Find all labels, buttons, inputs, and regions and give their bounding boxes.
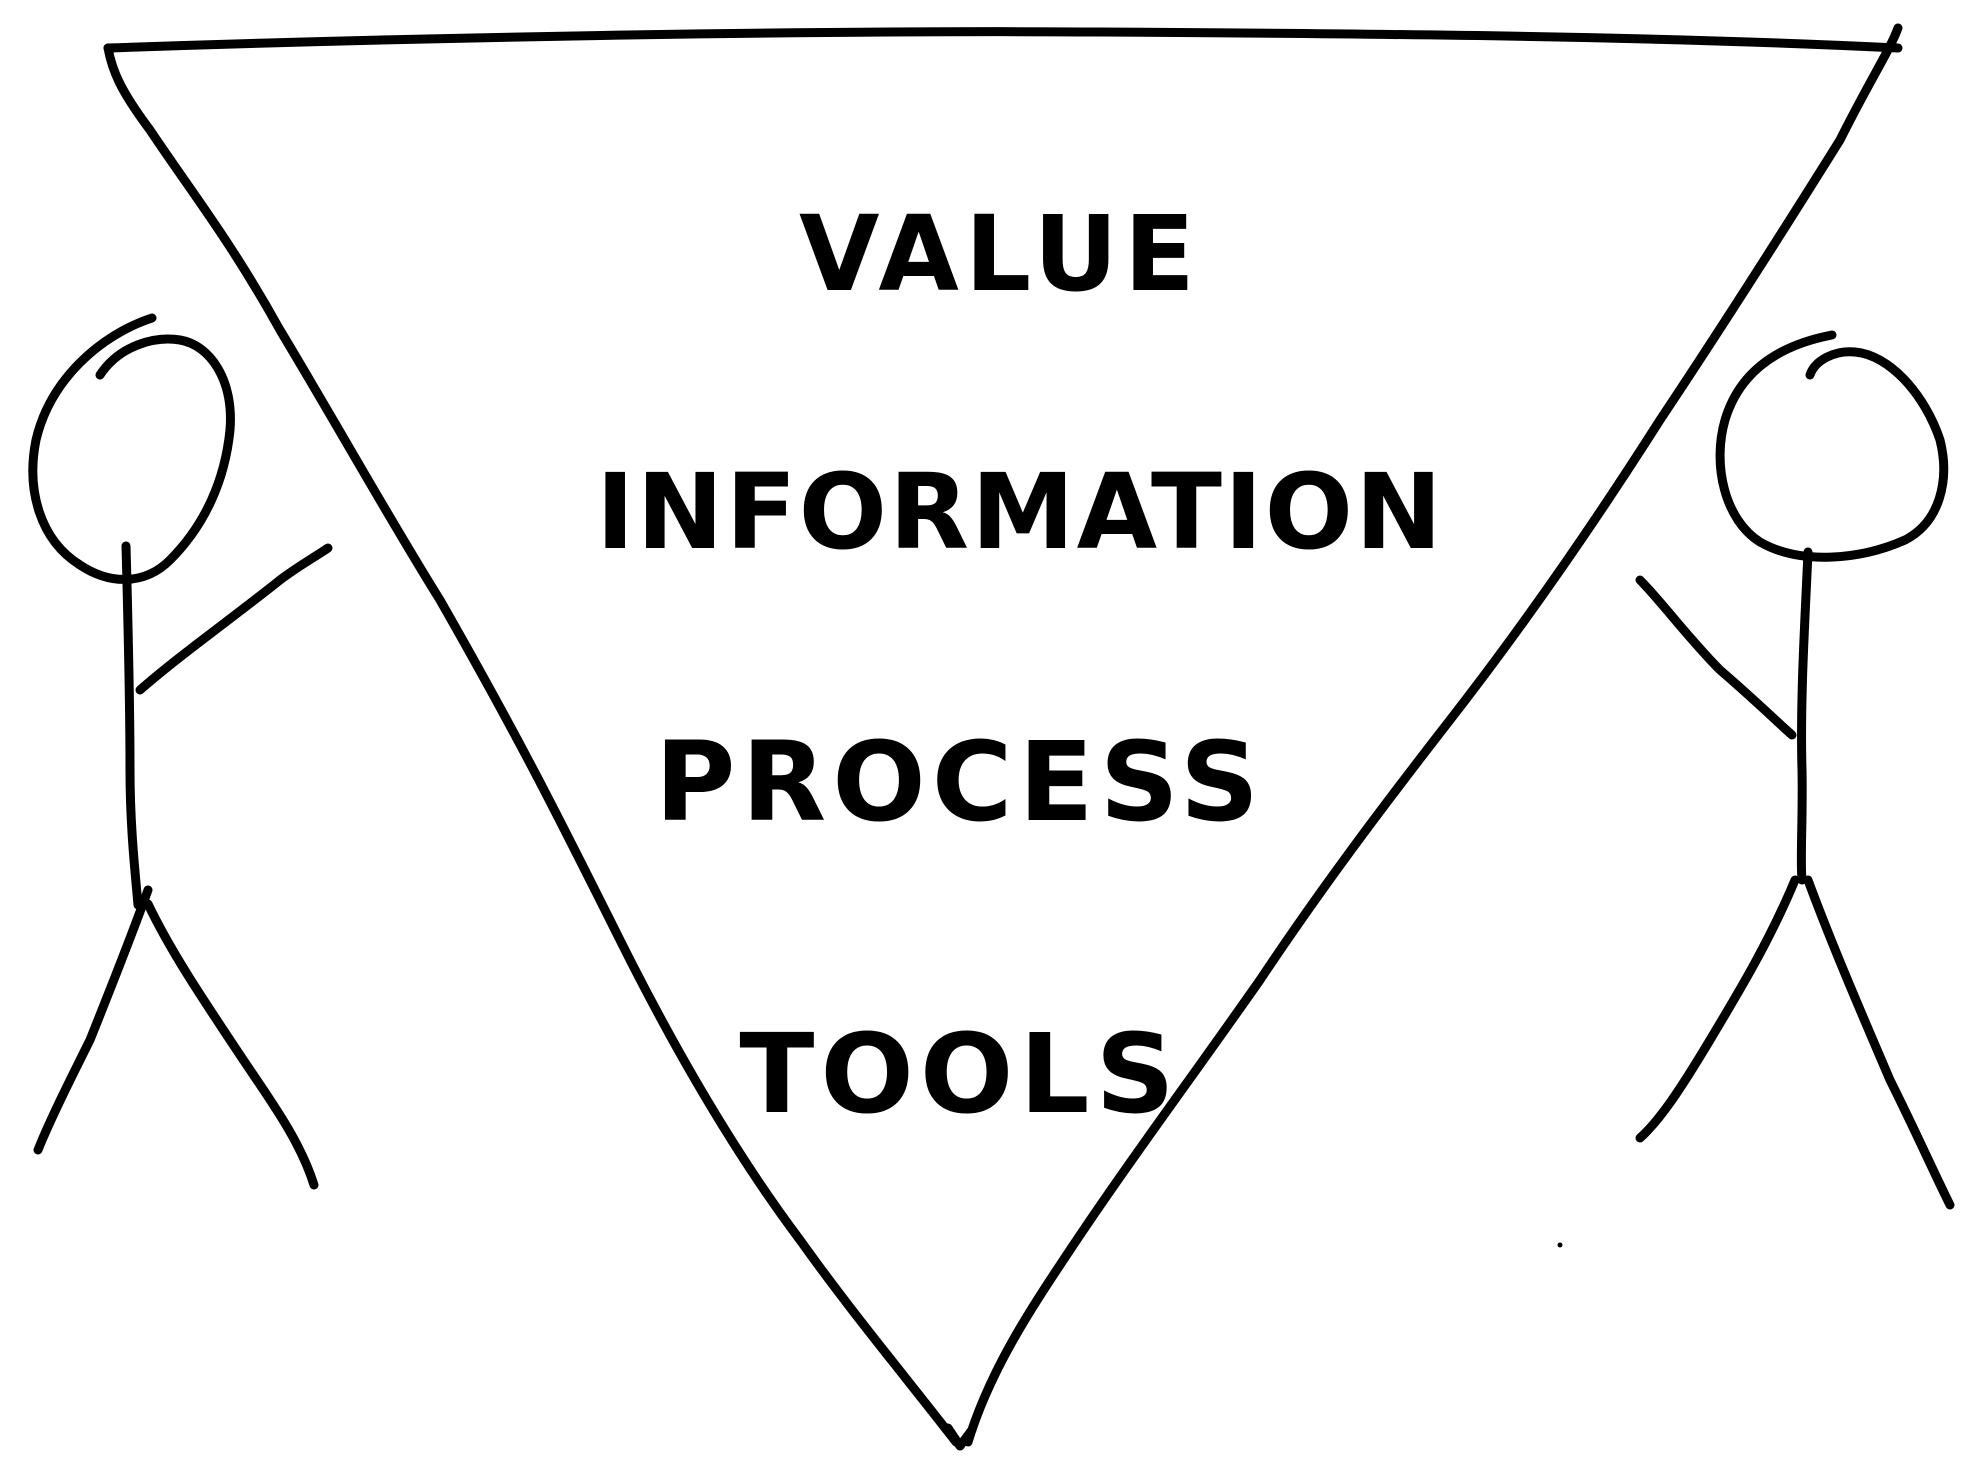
triangle-top-edge	[103, 27, 1903, 53]
right-figure-arm	[1635, 575, 1797, 740]
left-figure-leg-right	[143, 899, 319, 1190]
left-stick-figure	[28, 313, 333, 1190]
left-figure-head	[28, 313, 235, 584]
layer-label-value: VALUE	[799, 193, 1201, 315]
layer-labels: VALUE INFORMATION PROCESS TOOLS	[596, 193, 1444, 1138]
layer-label-information: INFORMATION	[596, 451, 1444, 573]
ink-speck	[1557, 1242, 1563, 1248]
triangle-tip	[943, 1423, 977, 1451]
right-figure-body	[1796, 547, 1813, 885]
triangle-right-edge	[963, 23, 1903, 1447]
left-figure-leg-left	[33, 885, 153, 1155]
layer-label-process: PROCESS	[655, 718, 1265, 846]
triangle-left-edge	[103, 43, 961, 1447]
inverted-triangle	[103, 23, 1903, 1451]
layer-label-tools: TOOLS	[739, 1010, 1180, 1138]
right-figure-leg-right	[1803, 875, 1955, 1210]
left-figure-body	[121, 541, 143, 910]
right-figure-head	[1715, 330, 1949, 562]
right-stick-figure	[1635, 330, 1955, 1210]
left-figure-arm	[135, 543, 333, 695]
right-figure-leg-left	[1635, 875, 1800, 1143]
